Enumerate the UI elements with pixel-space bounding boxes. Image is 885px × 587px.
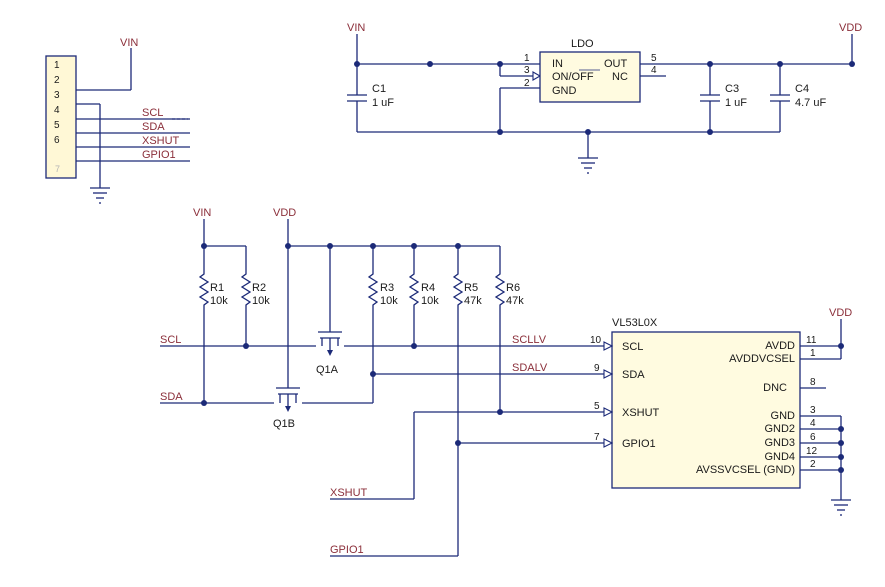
c3-value: 1 uF [725, 97, 747, 109]
ldo-name: LDO [571, 38, 594, 50]
ldo-pin-out: OUT [604, 58, 628, 70]
r3-value: 10k [380, 295, 398, 307]
sensor-body [611, 331, 801, 489]
r5-value: 47k [464, 295, 482, 307]
sdalv-net-label: SDALV [512, 362, 548, 374]
r2-value: 10k [252, 295, 270, 307]
sensor-pin-gnd3: GND3 [764, 437, 795, 449]
sensor-pin-avddvcsel: AVDDVCSEL [729, 353, 795, 365]
q1b-ref: Q1B [273, 418, 295, 430]
xshut-net-label: XSHUT [330, 487, 368, 499]
c4-value: 4.7 uF [795, 97, 826, 109]
ground-symbol [578, 157, 598, 174]
sensor-pinnum-4: 4 [810, 418, 816, 429]
r4-value: 10k [421, 295, 439, 307]
ldo-pinnum-5: 5 [651, 53, 657, 64]
connector-signal-xshut: XSHUT [142, 135, 180, 147]
sensor-pin-gnd: GND [771, 410, 796, 422]
ldo-pin-gnd: GND [552, 85, 577, 97]
ground-symbol [90, 187, 110, 204]
q1a-ref: Q1A [316, 364, 339, 376]
vl53l0x-sensor: VL53L0X 10 SCL 9 SDA 5 XSHUT 7 GPIO1 AVD… [590, 307, 852, 516]
r2-ref: R2 [252, 282, 266, 294]
mosfet-q1a: Q1A [316, 246, 342, 376]
sensor-pinnum-5: 5 [594, 401, 600, 412]
sensor-pinnum-6: 6 [810, 432, 816, 443]
vin-label-ldo: VIN [347, 22, 365, 34]
connector-pin-2: 2 [54, 75, 60, 86]
c3-ref: C3 [725, 83, 739, 95]
sensor-pinnum-3: 3 [810, 405, 816, 416]
connector-pin-4: 4 [54, 105, 60, 116]
sensor-pinnum-9: 9 [594, 363, 600, 374]
sensor-name: VL53L0X [612, 317, 658, 329]
vin-label-pullup: VIN [193, 207, 211, 219]
vin-label-connector: VIN [120, 37, 138, 49]
header-connector: 1 2 3 4 5 6 7 VIN SCL SDA XSHUT GPIO1 [45, 37, 190, 204]
r6-value: 47k [506, 295, 524, 307]
sensor-pin-gnd2: GND2 [764, 423, 795, 435]
connector-signal-sda: SDA [142, 121, 165, 133]
ldo-pinnum-1: 1 [524, 53, 530, 64]
sensor-pinnum-12: 12 [806, 446, 818, 457]
ldo-pin-onoff: ON/OFF [552, 71, 594, 83]
sensor-pin-gpio1: GPIO1 [622, 438, 656, 450]
connector-signal-gpio1: GPIO1 [142, 149, 176, 161]
sensor-pinnum-8: 8 [810, 377, 816, 388]
connector-pin-3: 3 [54, 90, 60, 101]
vdd-label-ldo: VDD [839, 22, 862, 34]
r1-ref: R1 [210, 282, 224, 294]
connector-pin-1: 1 [54, 60, 60, 71]
sensor-pin-avdd: AVDD [765, 340, 795, 352]
c1-value: 1 uF [372, 97, 394, 109]
connector-pin-5: 5 [54, 120, 60, 131]
r3-ref: R3 [380, 282, 394, 294]
sensor-pin-xshut: XSHUT [622, 407, 660, 419]
sensor-pinnum-11: 11 [806, 335, 817, 346]
r1-value: 10k [210, 295, 228, 307]
sensor-pin-gnd4: GND4 [764, 451, 795, 463]
sensor-pinnum-2: 2 [810, 459, 816, 470]
ldo-pin-nc: NC [612, 71, 628, 83]
ldo-pinnum-4: 4 [651, 65, 657, 76]
level-shifter-section: VIN VDD R1 10k R2 10k R3 10k R4 10k R5 4… [160, 207, 610, 557]
ldo-pin-in: IN [552, 58, 563, 70]
vdd-label-pullup: VDD [273, 207, 296, 219]
vdd-label-sensor: VDD [829, 307, 852, 319]
sensor-pin-dnc: DNC [763, 382, 787, 394]
r5-ref: R5 [464, 282, 478, 294]
sensor-pinnum-7: 7 [594, 432, 600, 443]
r6-ref: R6 [506, 282, 520, 294]
sensor-pin-scl: SCL [622, 341, 643, 353]
sensor-pin-avssvcsel: AVSSVCSEL (GND) [696, 464, 795, 476]
ldo-body [539, 51, 641, 103]
ldo-section: VIN VDD C1 1 uF LDO IN ON/OFF GND OUT NC… [347, 22, 862, 174]
ground-symbol [831, 499, 851, 516]
sensor-pinnum-10: 10 [590, 335, 602, 346]
connector-pin-7: 7 [55, 164, 60, 174]
ldo-pinnum-3: 3 [524, 65, 530, 76]
connector-body [45, 55, 77, 179]
scl-net-label: SCL [160, 334, 181, 346]
sda-net-label: SDA [160, 391, 183, 403]
c4-ref: C4 [795, 83, 809, 95]
scllv-net-label: SCLLV [512, 334, 547, 346]
sensor-pin-sda: SDA [622, 369, 645, 381]
mosfet-q1b: Q1B [273, 387, 300, 430]
connector-signal-scl: SCL [142, 107, 163, 119]
sensor-pinnum-1: 1 [810, 348, 816, 359]
r4-ref: R4 [421, 282, 435, 294]
connector-pin-6: 6 [54, 135, 60, 146]
ldo-pinnum-2: 2 [524, 78, 530, 89]
gpio1-net-label: GPIO1 [330, 544, 364, 556]
c1-ref: C1 [372, 83, 386, 95]
